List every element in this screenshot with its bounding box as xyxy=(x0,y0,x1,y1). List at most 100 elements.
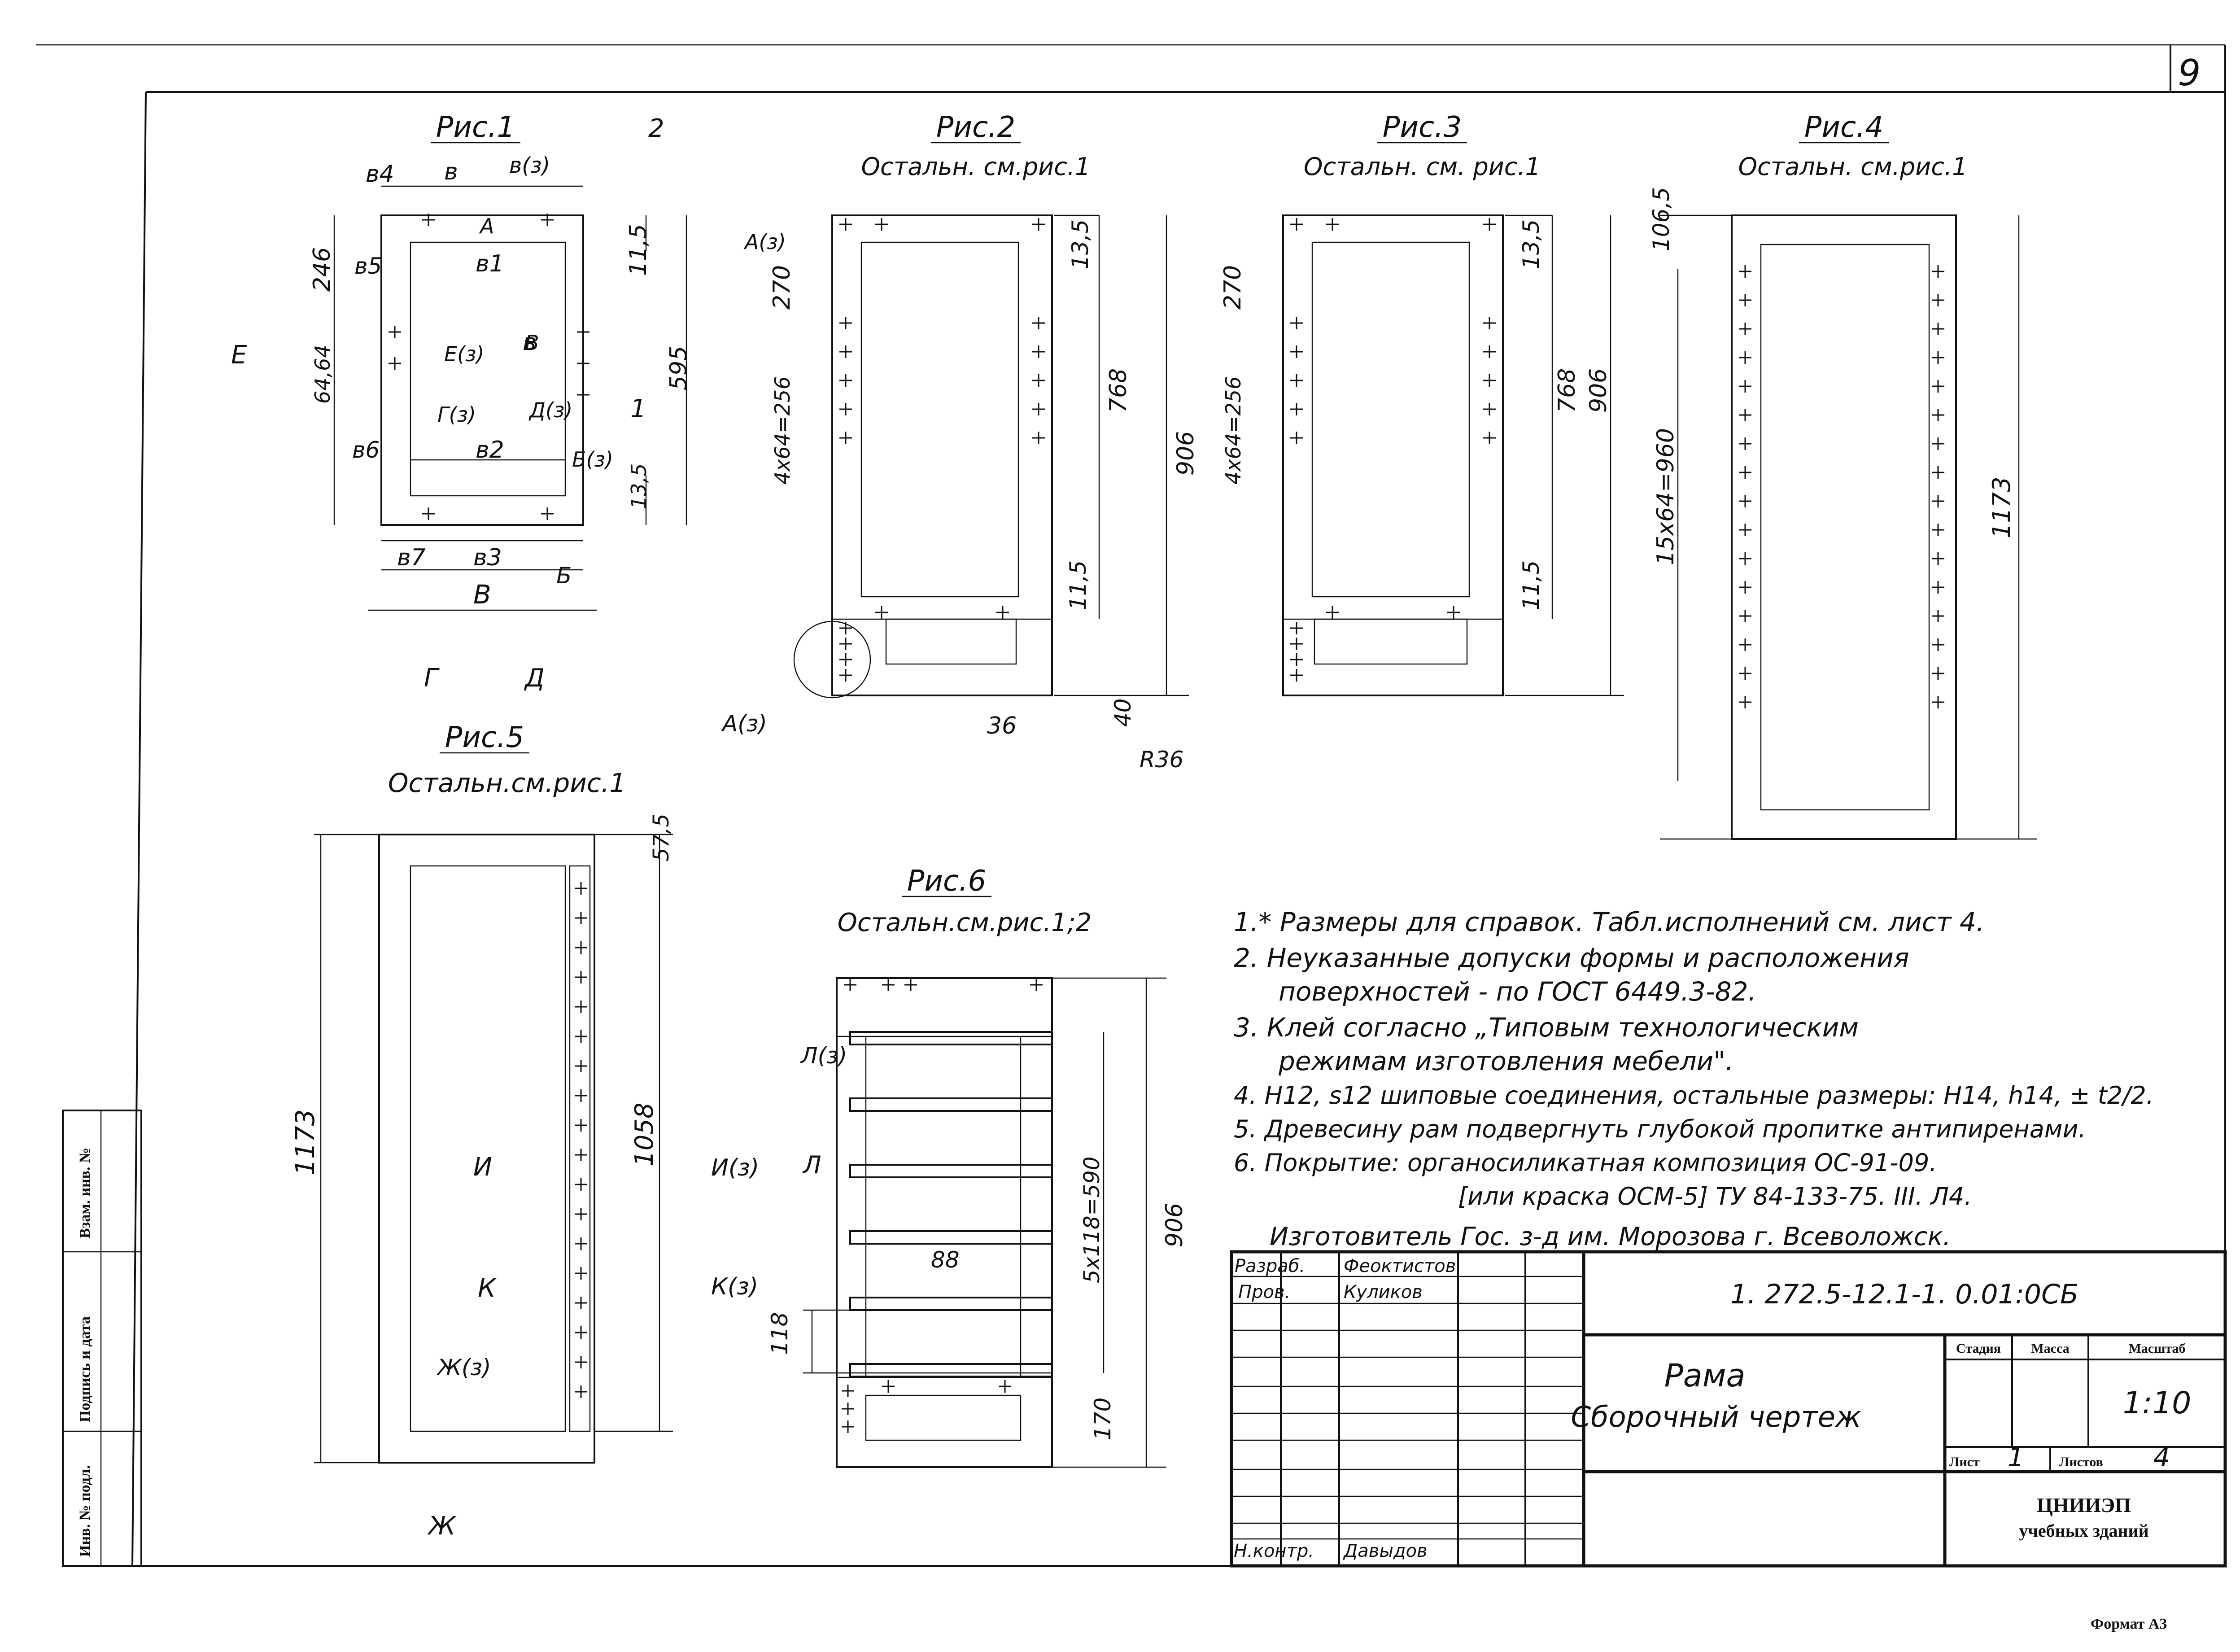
fig1-callout-2: 2 xyxy=(648,114,664,143)
hole-mark xyxy=(875,606,888,619)
figure-3: Рис.3 Остальн. см. рис.1 xyxy=(1282,111,1624,696)
fig4-dim-15x64: 15х64=960 xyxy=(1652,428,1679,565)
shelf-bar xyxy=(849,1230,1053,1245)
hole-mark xyxy=(1739,351,1751,364)
fig6-dim-88: 88 xyxy=(931,1247,960,1273)
note-6b: [или краска ОСМ-5] ТУ 84-133-75. III. Л4… xyxy=(1458,1182,1972,1211)
hole-mark xyxy=(1739,466,1751,479)
fig1-section-B3: Б(з) xyxy=(572,447,613,472)
hole-mark xyxy=(1739,610,1751,622)
hole-mark xyxy=(842,1420,854,1433)
format-label: Формат А3 xyxy=(2091,1616,2167,1632)
hole-mark xyxy=(1483,403,1496,415)
hole-mark xyxy=(575,1326,587,1339)
hole-mark xyxy=(842,1385,854,1397)
tb-prov-name: Куликов xyxy=(1344,1282,1423,1302)
hole-mark xyxy=(575,882,587,895)
note-2: 2. Неуказанные допуски формы и расположе… xyxy=(1234,943,1909,973)
fig1-section-B: В xyxy=(525,331,539,355)
fig4-subtitle: Остальн. см.рис.1 xyxy=(1738,153,1968,181)
hole-mark xyxy=(1739,409,1751,421)
tb-org-line1: ЦНИИЭП xyxy=(2037,1494,2131,1517)
tb-name-line1: Рама xyxy=(1664,1357,1746,1394)
hole-mark xyxy=(1447,606,1460,619)
tb-sheet-label: Лист xyxy=(1949,1455,1980,1469)
hole-mark xyxy=(875,218,888,231)
fig2-title: Рис.2 xyxy=(936,111,1015,144)
tb-prov-label: Пров. xyxy=(1238,1282,1290,1302)
fig5-section-I: И xyxy=(473,1153,492,1182)
tb-razrab-label: Разраб. xyxy=(1235,1256,1305,1276)
fig1-section-V: в xyxy=(523,329,537,356)
fig2-dim-40: 40 xyxy=(1110,698,1136,727)
hole-mark xyxy=(575,1060,587,1072)
hole-mark xyxy=(1739,265,1751,278)
hole-mark xyxy=(1483,432,1496,444)
tb-razrab-name: Феоктистов xyxy=(1344,1256,1456,1276)
fig1-dim-13-5: 13,5 xyxy=(627,463,651,509)
fig2-dim-11-5: 11,5 xyxy=(1065,560,1091,610)
note-6: 6. Покрытие: органосиликатная композиция… xyxy=(1234,1149,1937,1177)
hole-mark xyxy=(389,357,401,370)
fig2-dim-768: 768 xyxy=(1105,368,1132,413)
fig3-subtitle: Остальн. см. рис.1 xyxy=(1304,153,1541,181)
sheet-number: 9 xyxy=(2178,52,2201,94)
hole-mark xyxy=(575,1149,587,1161)
fig1-dim-246: 246 xyxy=(309,247,336,292)
fig5-section-Zh: Ж xyxy=(427,1512,457,1541)
fig2-dim-36: 36 xyxy=(987,712,1017,739)
hole-mark xyxy=(1932,323,1944,335)
stamp-inv-podl: Инв. № подл. xyxy=(77,1465,93,1557)
hole-mark xyxy=(1032,317,1045,329)
hole-mark xyxy=(1030,979,1043,991)
fig6-section-L: Л xyxy=(802,1151,821,1179)
hole-mark xyxy=(1326,218,1339,231)
tb-sheets-value: 4 xyxy=(2153,1442,2170,1473)
hole-mark xyxy=(839,622,852,634)
fig3-dim-13-5: 13,5 xyxy=(1518,219,1544,269)
hole-marks xyxy=(389,214,1944,1433)
hole-mark xyxy=(577,389,589,401)
hole-mark xyxy=(1932,495,1944,507)
hole-mark xyxy=(1032,218,1045,231)
fig1-dim-v7: в7 xyxy=(397,544,426,571)
tb-sheet-value: 1 xyxy=(2008,1442,2024,1473)
note-1: 1.* Размеры для справок. Табл.исполнений… xyxy=(1234,907,1984,937)
hole-mark xyxy=(1932,581,1944,594)
fig6-dim-906: 906 xyxy=(1161,1203,1188,1247)
hole-mark xyxy=(1290,374,1303,387)
fig5-title: Рис.5 xyxy=(445,721,524,754)
hole-mark xyxy=(1932,409,1944,421)
fig5-section-K: К xyxy=(478,1274,497,1303)
hole-mark xyxy=(1032,374,1045,387)
fig1-dim-v1: в1 xyxy=(476,250,504,277)
hole-mark xyxy=(839,653,852,666)
fig3-dim-768: 768 xyxy=(1554,368,1581,413)
fig2-dim-13-5: 13,5 xyxy=(1067,219,1093,269)
hole-mark xyxy=(839,374,852,387)
tb-scale-label: Масштаб xyxy=(2128,1341,2185,1356)
fig1-dim-v2: в2 xyxy=(476,437,504,463)
fig1-section-D3: Д(з) xyxy=(528,398,572,422)
shelf-bar xyxy=(849,1363,1053,1377)
fig2-section-A3: А(з) xyxy=(743,230,786,254)
hole-mark xyxy=(575,1089,587,1102)
hole-mark xyxy=(575,1385,587,1398)
hole-mark xyxy=(1739,696,1751,708)
hole-mark xyxy=(1483,374,1496,387)
title-block xyxy=(1230,1250,2227,1568)
hole-mark xyxy=(577,326,589,338)
hole-mark xyxy=(844,979,856,991)
fig1-dim-v5: в5 xyxy=(354,253,382,279)
fig1-section-G3: Г(з) xyxy=(437,402,476,427)
note-3: 3. Клей согласно „Типовым технологически… xyxy=(1234,1012,1859,1043)
fig1-dim-64-64: 64,64 xyxy=(310,345,335,404)
fig1-callout-1: 1 xyxy=(630,394,646,424)
fig4-dim-1173: 1173 xyxy=(1987,477,2016,538)
hole-mark xyxy=(1932,437,1944,450)
hole-mark xyxy=(1739,294,1751,306)
hole-mark xyxy=(1739,581,1751,594)
hole-mark xyxy=(882,1380,895,1393)
fig6-title: Рис.6 xyxy=(907,865,986,898)
hole-mark xyxy=(1290,638,1303,650)
